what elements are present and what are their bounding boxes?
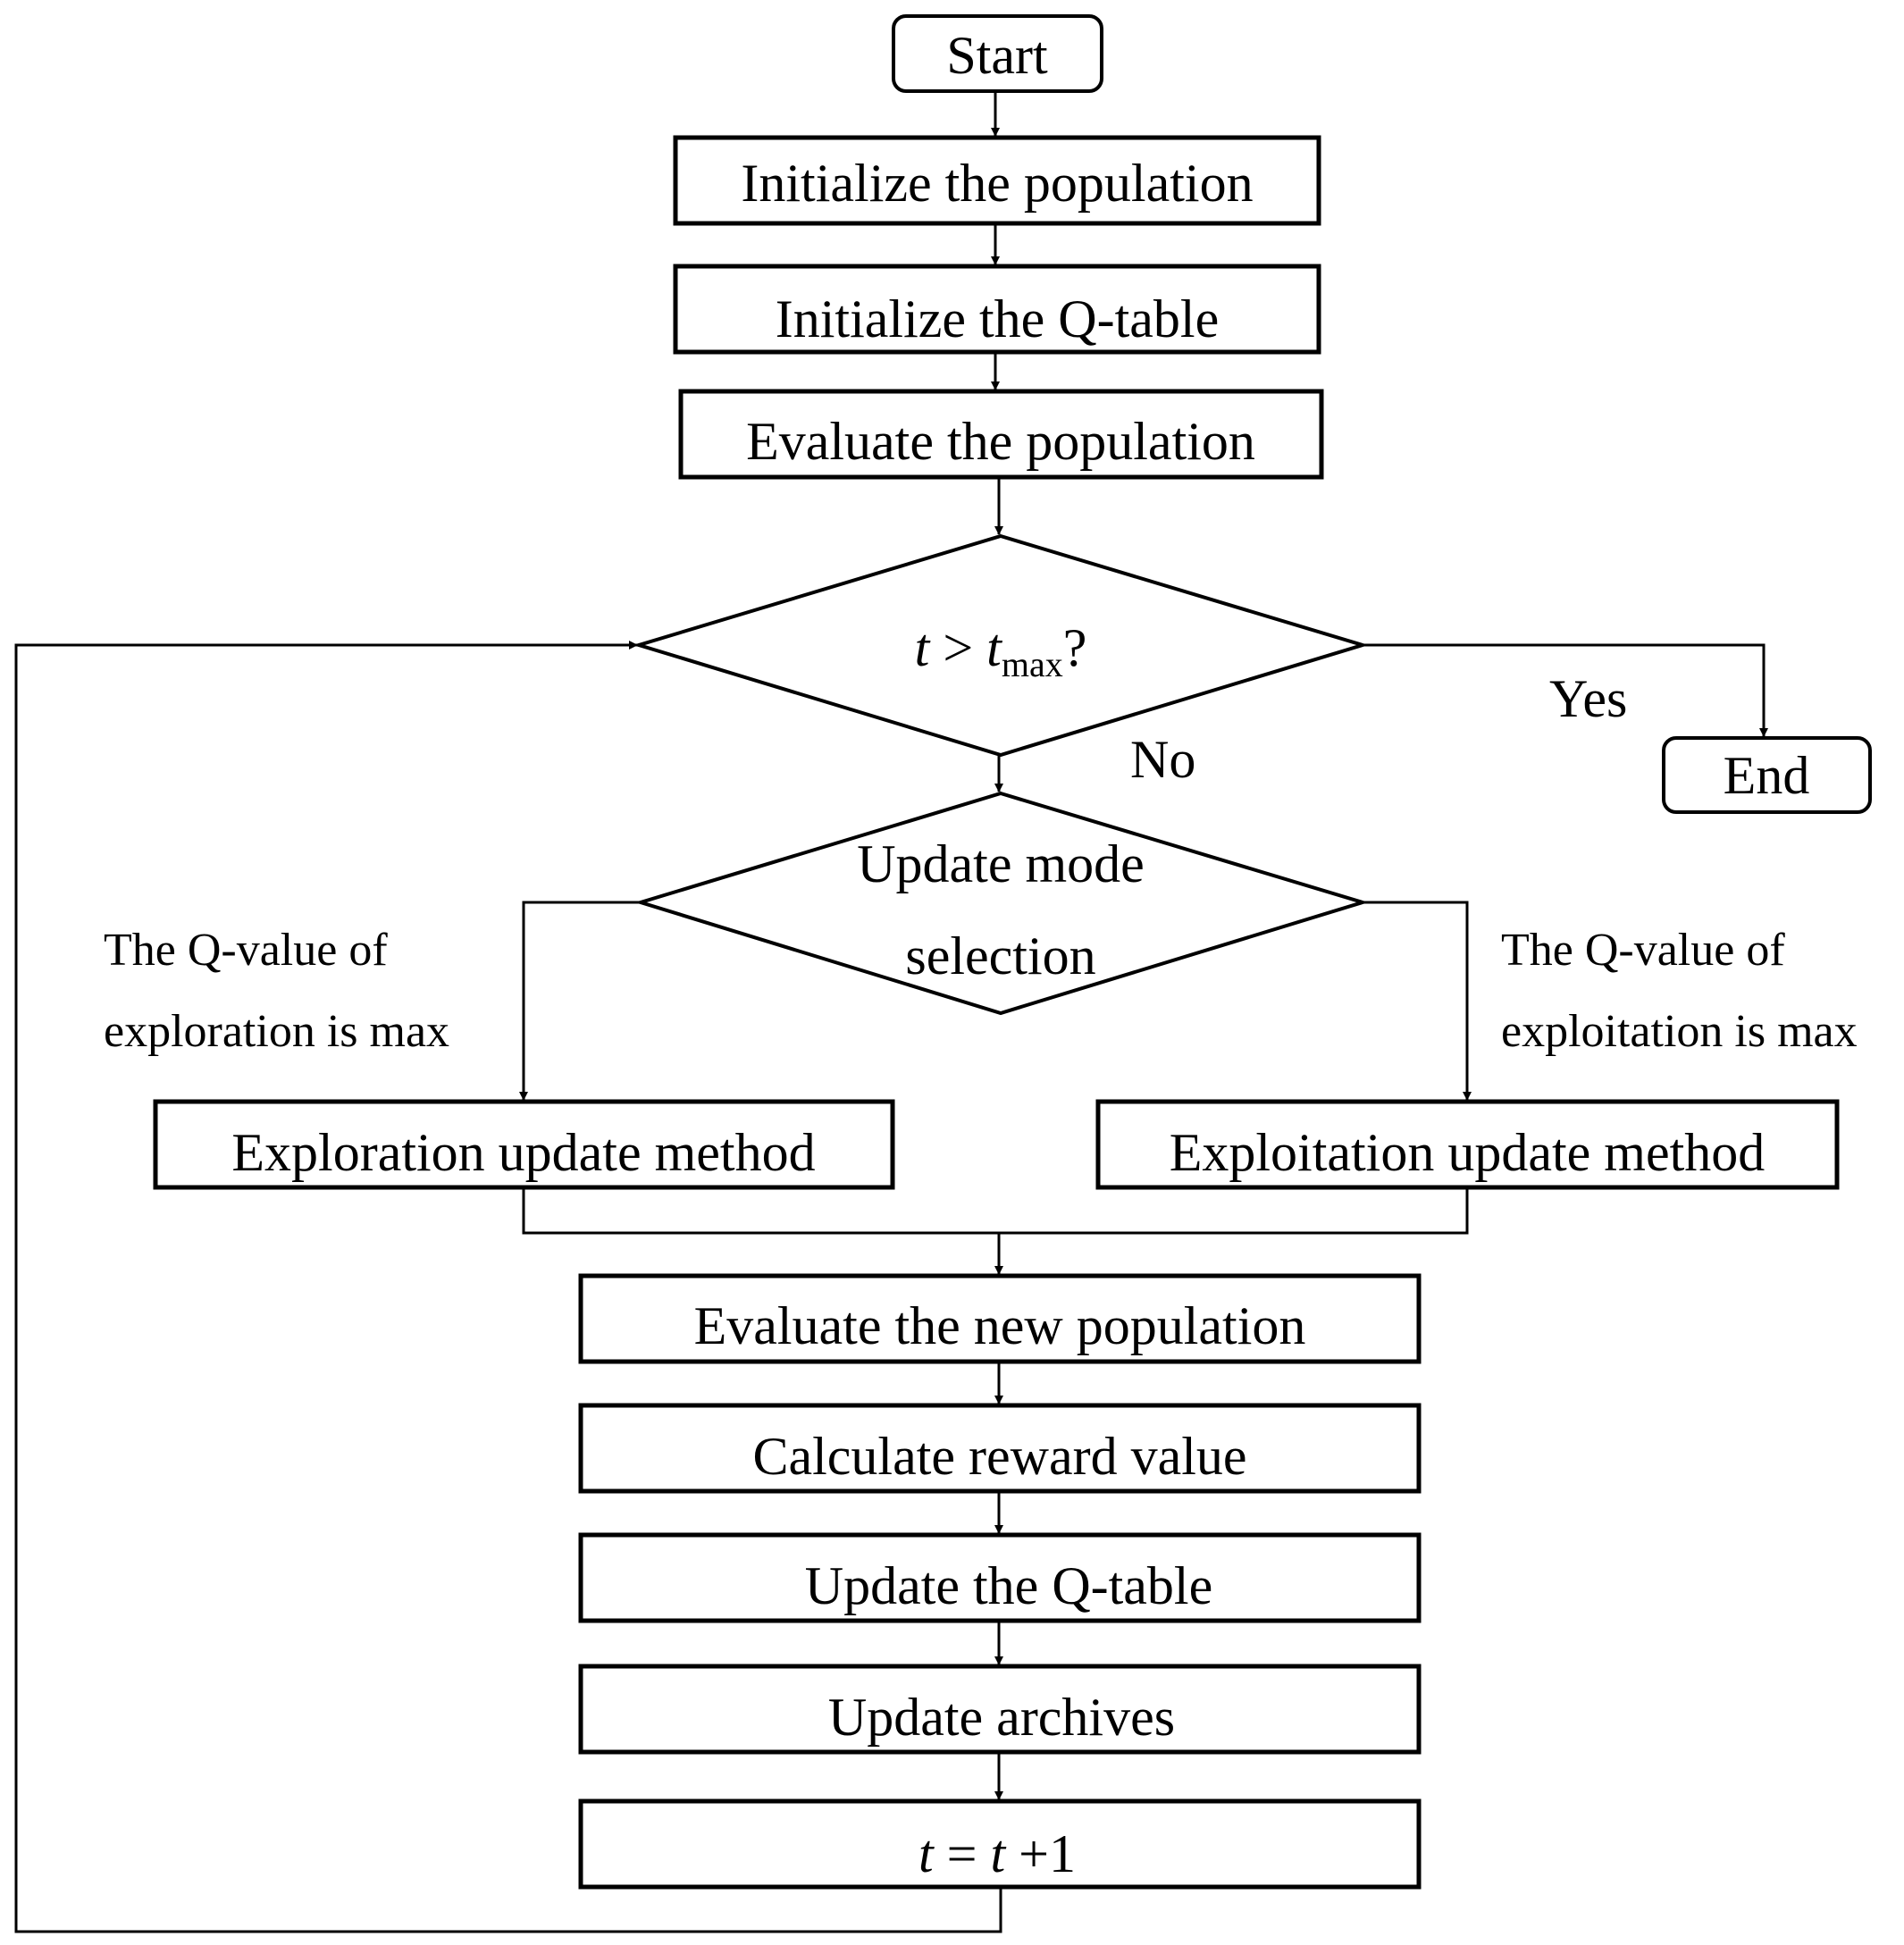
- end-label: End: [1724, 746, 1810, 805]
- init-population-label: Initialize the population: [741, 154, 1253, 213]
- no-label: No: [1130, 730, 1195, 789]
- update-archives-label: Update archives: [828, 1688, 1175, 1747]
- increment-var: t: [991, 1824, 1007, 1883]
- update-archives-box: Update archives: [578, 1664, 1422, 1755]
- exploitation-condition-line-1: The Q-value of: [1501, 925, 1785, 976]
- increment-label: t = t +1: [918, 1824, 1076, 1883]
- merge-line: [522, 1187, 1469, 1235]
- evaluate-new-population-label: Evaluate the new population: [694, 1296, 1306, 1355]
- mode-selection-line-1: Update mode: [857, 834, 1145, 893]
- increment-box: t = t +1: [578, 1798, 1422, 1890]
- calc-reward-label: Calculate reward value: [752, 1427, 1246, 1486]
- termination-condition: t > tmax?: [915, 618, 1087, 684]
- increment-mid: =: [934, 1824, 991, 1883]
- init-qtable-box: Initialize the Q-table: [673, 264, 1321, 355]
- exploration-condition-line-2: exploration is max: [104, 1006, 449, 1057]
- exploitation-method-box: Exploitation update method: [1095, 1099, 1840, 1190]
- arrow-yes-to-end: [1363, 643, 1768, 737]
- arrow-loop-back: [14, 641, 1002, 1933]
- start-node: Start: [892, 14, 1103, 93]
- exploration-method-label: Exploration update method: [231, 1123, 815, 1182]
- evaluate-new-population-box: Evaluate the new population: [578, 1273, 1422, 1364]
- yes-label: Yes: [1549, 669, 1627, 728]
- condition-var: t: [915, 618, 931, 677]
- mode-selection-line-2: selection: [905, 926, 1095, 985]
- increment-rhs: +1: [1005, 1824, 1076, 1883]
- exploration-method-box: Exploration update method: [153, 1099, 895, 1190]
- init-qtable-label: Initialize the Q-table: [776, 289, 1219, 348]
- condition-bound-sub: max: [1002, 644, 1063, 684]
- exploitation-condition-line-2: exploitation is max: [1501, 1006, 1858, 1057]
- increment-lhs: t: [918, 1824, 935, 1883]
- condition-bound: t: [986, 618, 1002, 677]
- arrow-mode-to-exploration: [519, 901, 641, 1101]
- exploration-condition-line-1: The Q-value of: [104, 925, 388, 976]
- evaluate-population-box: Evaluate the population: [678, 389, 1324, 480]
- connectors: [14, 91, 1768, 1933]
- update-qtable-box: Update the Q-table: [578, 1532, 1422, 1623]
- termination-decision: t > tmax?: [633, 533, 1369, 758]
- condition-suffix: ?: [1063, 618, 1087, 677]
- start-label: Start: [946, 26, 1048, 85]
- arrow-mode-to-exploitation: [1363, 901, 1472, 1101]
- mode-selection-decision: Update mode selection: [634, 791, 1369, 1016]
- update-qtable-label: Update the Q-table: [805, 1556, 1212, 1615]
- condition-op: >: [929, 618, 986, 677]
- end-node: End: [1662, 736, 1872, 814]
- init-population-box: Initialize the population: [673, 135, 1321, 226]
- evaluate-population-label: Evaluate the population: [746, 412, 1255, 471]
- exploitation-method-label: Exploitation update method: [1170, 1123, 1766, 1182]
- calc-reward-box: Calculate reward value: [578, 1403, 1422, 1494]
